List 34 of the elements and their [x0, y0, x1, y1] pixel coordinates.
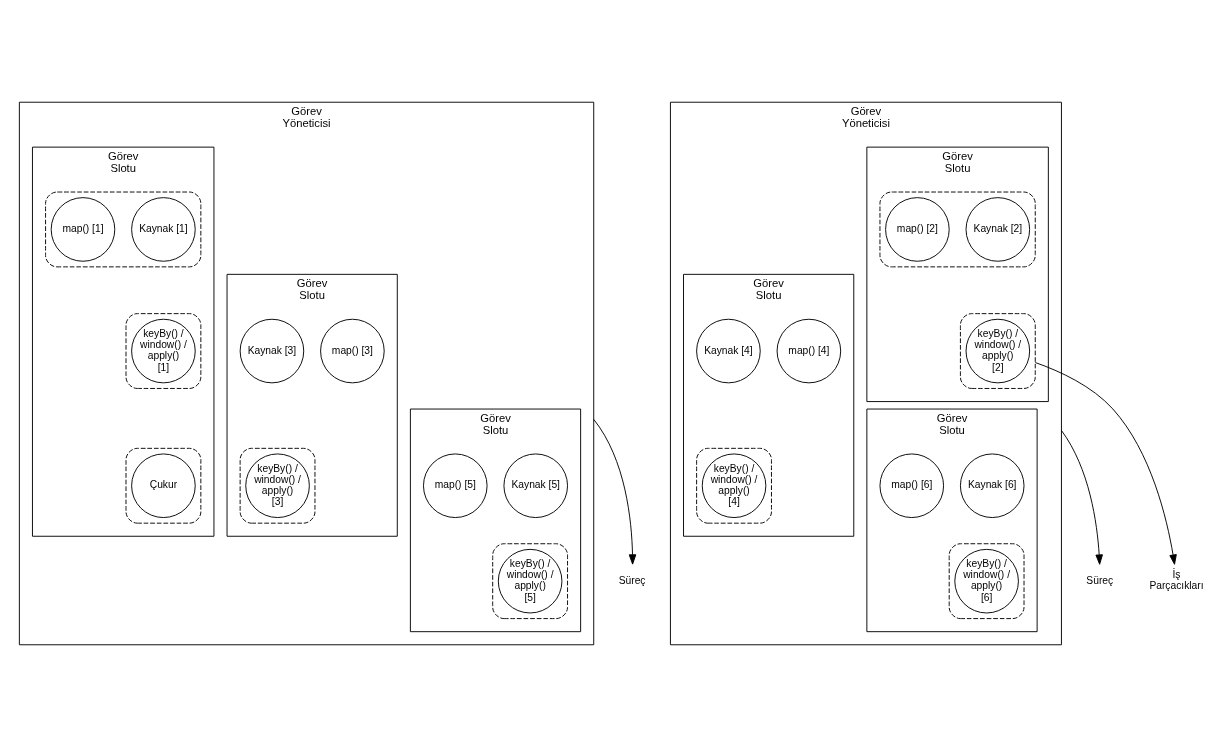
- node-circle: map() [3]: [320, 318, 385, 384]
- node-circle: map() [2]: [885, 197, 950, 262]
- node-circle: Kaynak [1]: [131, 197, 196, 262]
- arrow: [1060, 429, 1103, 565]
- node-circle: Kaynak [4]: [696, 318, 761, 384]
- node-text: Süreç: [1086, 574, 1114, 586]
- cluster: [879, 191, 1036, 268]
- node-circle: keyBy() / window() / apply() [4]: [701, 453, 767, 519]
- node-text: Süreç: [618, 574, 646, 586]
- cluster: [125, 313, 202, 389]
- cluster: [125, 447, 202, 524]
- cluster: [948, 543, 1025, 620]
- node-circle: keyBy() / window() / apply() [3]: [245, 453, 310, 519]
- node-circle: Kaynak [2]: [965, 197, 1031, 262]
- cluster: [696, 447, 772, 524]
- node-circle: keyBy() / window() / apply() [1]: [131, 318, 196, 384]
- arrow: [593, 418, 637, 565]
- node-circle: keyBy() / window() / apply() [2]: [965, 318, 1031, 384]
- node-text: İş Parçacıkları: [1149, 569, 1204, 592]
- arrow: [1034, 362, 1177, 565]
- node-circle: map() [5]: [423, 453, 488, 519]
- cluster: [239, 447, 316, 524]
- node-circle: keyBy() / window() / apply() [5]: [497, 548, 563, 614]
- node-circle: map() [6]: [879, 453, 945, 519]
- node-circle: map() [4]: [776, 318, 842, 384]
- node-circle: map() [1]: [50, 197, 116, 262]
- node-circle: Kaynak [5]: [503, 453, 568, 519]
- cluster: [492, 543, 568, 620]
- cluster: [45, 191, 202, 268]
- node-circle: Kaynak [6]: [959, 453, 1025, 519]
- node-circle: keyBy() / window() / apply() [6]: [954, 548, 1019, 614]
- node-circle: Kaynak [3]: [239, 318, 305, 384]
- cluster: [959, 313, 1036, 389]
- node-circle: Çukur: [131, 453, 196, 519]
